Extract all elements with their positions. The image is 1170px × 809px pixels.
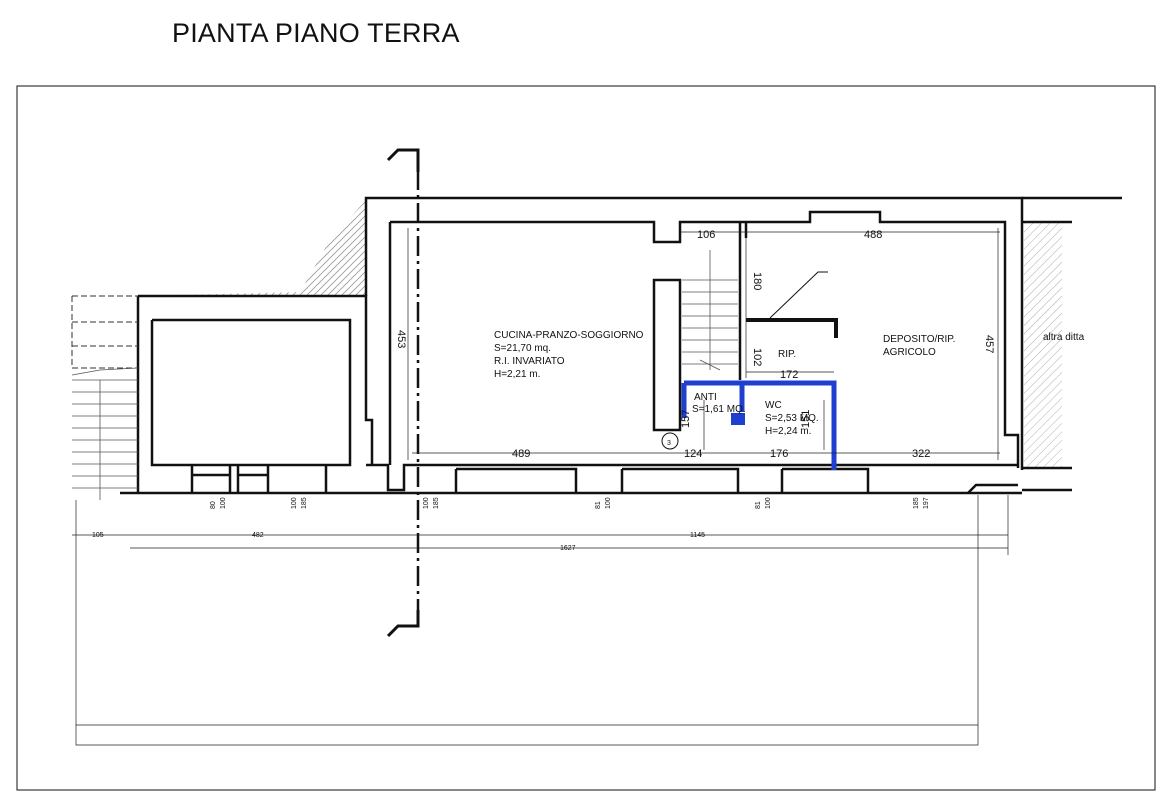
room-label-agricolo: AGRICOLO [883,347,936,358]
leader-line [769,271,828,319]
dim-s100c: 100 [423,497,430,509]
drawing-frame [16,85,1156,791]
dim-488: 488 [864,229,882,241]
dim-124: 124 [684,448,702,460]
room-area-wc: S=2,53 MQ. [765,413,819,424]
dim-489: 489 [512,448,530,460]
dim-s197: 197 [923,497,930,509]
dim-s100a: 100 [220,497,227,509]
building-walls [120,196,1122,495]
room-area-cucina: S=21,70 mq. [494,343,551,354]
dim-105: 105 [92,532,104,539]
dim-482: 482 [252,532,264,539]
dim-102: 102 [751,348,763,366]
dashed-structure [71,295,138,369]
dim-s100d: 100 [605,497,612,509]
terrain-hatch-left [138,200,366,296]
page-title: PIANTA PIANO TERRA [172,18,460,48]
partition-wall [746,318,838,338]
room-height-cucina: H=2,21 m. [494,369,540,380]
dim-s81b: 81 [755,501,762,509]
dim-322: 322 [912,448,930,460]
external-stair [71,367,139,500]
room-label-deposito: DEPOSITO/RIP. [883,334,955,345]
room-label-anti: ANTI [694,392,717,403]
section-line [386,148,420,638]
dim-180: 180 [751,272,763,290]
dim-s185a: 185 [301,497,308,509]
dim-157: 157 [680,410,692,428]
terrain-hatch-right [1024,222,1062,468]
dim-1145: 1145 [690,532,705,539]
dim-s185c: 185 [913,497,920,509]
dim-151: 151 [800,410,812,428]
dim-s100e: 100 [765,497,772,509]
dim-106: 106 [697,229,715,241]
new-walls [681,380,837,470]
label-altra-ditta: altra ditta [1043,332,1085,343]
room-note-cucina: R.I. INVARIATO [494,356,565,367]
dim-s80: 80 [210,501,217,509]
dim-s185b: 185 [433,497,440,509]
new-wall-block [731,413,745,425]
stair-marker [661,432,679,450]
dimension-lines [72,228,1009,746]
room-label-wc: WC [765,400,782,411]
dim-453: 453 [395,330,407,348]
room-label-cucina: CUCINA-PRANZO-SOGGIORNO [494,330,644,341]
dim-1627: 1627 [560,545,576,552]
dim-457: 457 [983,335,995,353]
dim-s100b: 100 [291,497,298,509]
dim-176: 176 [770,448,788,460]
dim-s81a: 81 [595,501,602,509]
internal-stair [682,250,738,371]
room-area-anti: S=1,61 MQ. [692,404,746,415]
room-height-wc: H=2,24 m. [765,426,811,437]
stair-number: 3 [667,440,671,447]
dim-172: 172 [780,369,798,381]
room-label-rip: RIP. [778,349,796,360]
